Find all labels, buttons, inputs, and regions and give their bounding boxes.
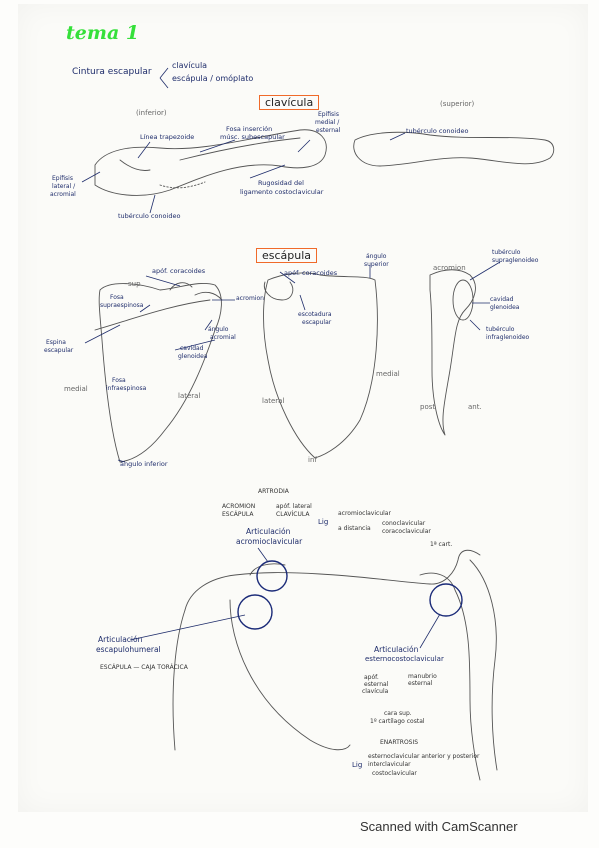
page-title: tema 1: [66, 22, 140, 44]
label-linea-trapezoide: Línea trapezoide: [140, 133, 195, 141]
label-esterno-ant-post: esternoclavicular anterior y posterior: [368, 753, 480, 760]
acromioclavicular-joint-circle: [256, 560, 288, 592]
scapula-anterior-drawing: [263, 272, 378, 459]
scapula-lateral-drawing: [429, 269, 476, 436]
label-costoclavicular: costoclavicular: [372, 770, 417, 777]
escapula-header: escápula: [256, 248, 318, 263]
clavicle-superior-drawing: [353, 131, 555, 167]
label-inf: inf: [308, 456, 317, 464]
label-angulo-inferior: ángulo inferior: [120, 460, 168, 468]
label-epifisis-lateral-1: Epífisis: [52, 175, 73, 182]
label-escotadura-1: escotadura: [298, 311, 332, 318]
label-angulo-acromial-1: ángulo: [208, 326, 229, 333]
label-epifisis-medial-2: medial /: [315, 119, 340, 126]
label-esterno-title-2: esternocostoclavicular: [365, 655, 444, 663]
label-angulo-acromial-2: acromial: [210, 334, 236, 341]
clavicula-header: clavícula: [259, 95, 320, 110]
label-art-clavicula: CLAVÍCULA: [276, 511, 310, 518]
label-art-conoclavicular: conoclavicular: [382, 520, 426, 527]
label-medial-2: medial: [376, 370, 400, 378]
label-ant: ant.: [468, 403, 482, 411]
label-escapula-caja: ESCÁPULA — CAJA TORÁCICA: [100, 664, 188, 671]
glenohumeral-joint-circle: [237, 594, 273, 630]
label-apof-esternal-3: clavícula: [362, 688, 389, 695]
label-epifisis-lateral-3: acromial: [50, 191, 76, 198]
clavicula-view-superior: (superior): [440, 100, 475, 108]
label-espina-1: Espina: [46, 339, 66, 346]
label-cavidad-glenoidea-front-2: glenoidea: [178, 353, 208, 360]
label-tuberculo-supra-1: tubérculo: [492, 249, 521, 256]
label-lig-2: Lig: [352, 761, 363, 769]
label-art-a-distancia: a distancia: [338, 525, 371, 532]
shoulder-girdle-drawing: [184, 549, 481, 611]
label-manubrio-2: esternal: [408, 680, 433, 687]
label-fosa-insercion-1: Fosa inserción: [226, 125, 273, 133]
label-acromion: acromion: [236, 295, 264, 302]
label-cara-sup-2: 1º cartílago costal: [370, 718, 425, 725]
label-lateral-2: lateral: [262, 397, 285, 405]
label-cavidad-glenoidea-1: cavidad: [490, 296, 514, 303]
label-art-apof-lateral: apóf. lateral: [276, 503, 312, 510]
label-fosa-supra-1: Fosa: [110, 294, 124, 301]
label-fosa-infra-2: infraespinosa: [106, 385, 147, 392]
cintura-label: Cintura escapular: [72, 67, 152, 77]
label-acromio-title-2: acromioclavicular: [236, 537, 303, 546]
label-epifisis-medial-1: Epífisis: [318, 111, 339, 118]
scapula-posterior-drawing: [98, 282, 222, 463]
label-epifisis-lateral-2: lateral /: [52, 183, 76, 190]
label-lateral-1: lateral: [178, 392, 201, 400]
label-art-coracoclavicular: coracoclavicular: [382, 528, 431, 535]
label-apof-coracoides-2: apóf. coracoides: [284, 269, 338, 277]
label-medial: medial: [64, 385, 88, 393]
label-tuberculo-conoideo-superior: tubérculo conoideo: [406, 127, 469, 135]
label-cara-sup-1: cara sup.: [384, 710, 412, 717]
label-sup: sup: [128, 280, 141, 288]
label-apof-coracoides: apóf. coracoides: [152, 267, 206, 275]
label-acromion-lateral: acromion: [433, 264, 466, 272]
cintura-branch-clavicula: clavícula: [172, 61, 208, 70]
label-apof-esternal-1: apóf.: [364, 674, 379, 681]
footer-watermark: Scanned with CamScanner: [360, 819, 518, 834]
label-escapulo-title-2: escapulohumeral: [96, 645, 161, 654]
label-art-acromion: ACROMION: [222, 503, 256, 510]
label-cavidad-glenoidea-2: glenoidea: [490, 304, 520, 311]
label-fosa-infra-1: Fosa: [112, 377, 126, 384]
cintura-branch-escapula: escápula / omóplato: [172, 74, 254, 83]
label-rugosidad-1: Rugosidad del: [258, 179, 304, 187]
label-tuberculo-infra-2: infraglenoideo: [486, 334, 530, 341]
label-cavidad-glenoidea-front-1: cavidad: [180, 345, 204, 352]
label-rugosidad-2: ligamento costoclavicular: [240, 188, 324, 196]
label-manubrio-1: manubrio: [408, 673, 437, 680]
label-escapulo-title-1: Articulación: [98, 635, 143, 644]
label-tuberculo-supra-2: supraglenoideo: [492, 257, 539, 264]
label-espina-2: escapular: [44, 347, 74, 354]
label-enartrosis: ENARTROSIS: [380, 739, 419, 746]
label-angulo-superior-2: superior: [364, 261, 389, 268]
label-apof-esternal-2: esternal: [364, 681, 389, 688]
label-interclavicular: interclavicular: [368, 761, 411, 768]
label-fosa-insercion-2: músc. subescapular: [220, 133, 285, 141]
label-angulo-superior-1: ángulo: [366, 253, 387, 260]
label-tuberculo-conoideo: tubérculo conoideo: [118, 212, 181, 220]
clavicle-inferior-drawing: [94, 129, 327, 196]
label-epifisis-medial-3: esternal: [316, 127, 341, 134]
label-esterno-title-1: Articulación: [374, 645, 419, 654]
sternoclavicular-joint-circle: [429, 583, 463, 617]
clavicula-view-inferior: (inferior): [136, 109, 167, 117]
label-art-escapula: ESCÁPULA: [222, 511, 254, 518]
label-escotadura-2: escapular: [302, 319, 332, 326]
label-primer-cart: 1ª cart.: [430, 541, 453, 548]
label-tuberculo-infra-1: tubérculo: [486, 326, 515, 333]
label-art-acromioclavicular-lig: acromioclavicular: [338, 510, 391, 517]
label-artrodia: ARTRODIA: [258, 488, 289, 495]
label-art-lig: Lig: [318, 518, 329, 526]
label-post: post: [420, 403, 436, 411]
label-acromio-title-1: Articulación: [246, 527, 291, 536]
label-fosa-supra-2: supraespinosa: [100, 302, 144, 309]
